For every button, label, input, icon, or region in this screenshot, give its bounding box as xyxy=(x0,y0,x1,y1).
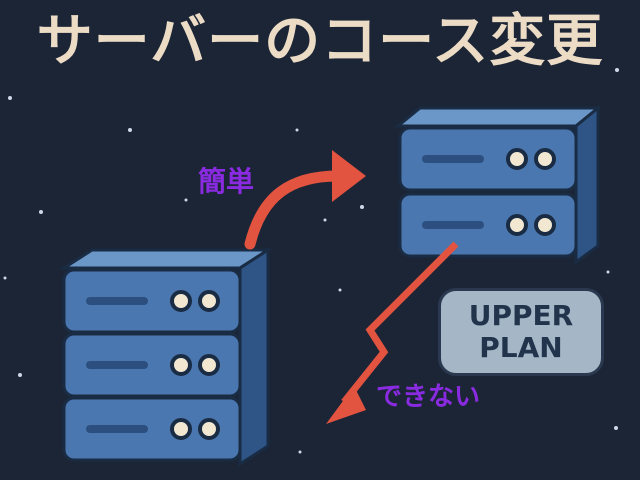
star xyxy=(615,68,619,72)
star xyxy=(338,288,342,292)
cannot-label: できない xyxy=(376,382,481,412)
star xyxy=(8,96,12,100)
page-title: サーバーのコース変更 xyxy=(36,9,604,74)
star xyxy=(184,198,188,202)
star xyxy=(3,276,7,280)
star xyxy=(323,218,327,222)
star xyxy=(128,128,132,132)
arrow-up-right-icon xyxy=(244,150,366,250)
easy-label: 簡単 xyxy=(198,165,255,198)
badge-line-1: UPPER xyxy=(468,299,574,332)
star xyxy=(39,210,43,214)
arrow-zigzag-down-left-icon xyxy=(326,241,459,424)
star-field xyxy=(3,68,619,454)
server-rack-small-icon xyxy=(393,104,603,265)
star xyxy=(18,373,22,377)
server-rack-large-icon xyxy=(58,247,274,467)
star xyxy=(295,128,299,132)
star xyxy=(360,205,364,209)
badge-line-2: PLAN xyxy=(479,331,563,364)
star xyxy=(298,450,302,454)
star xyxy=(606,270,610,274)
star xyxy=(614,426,618,430)
upper-plan-badge: UPPER PLAN xyxy=(438,288,604,376)
